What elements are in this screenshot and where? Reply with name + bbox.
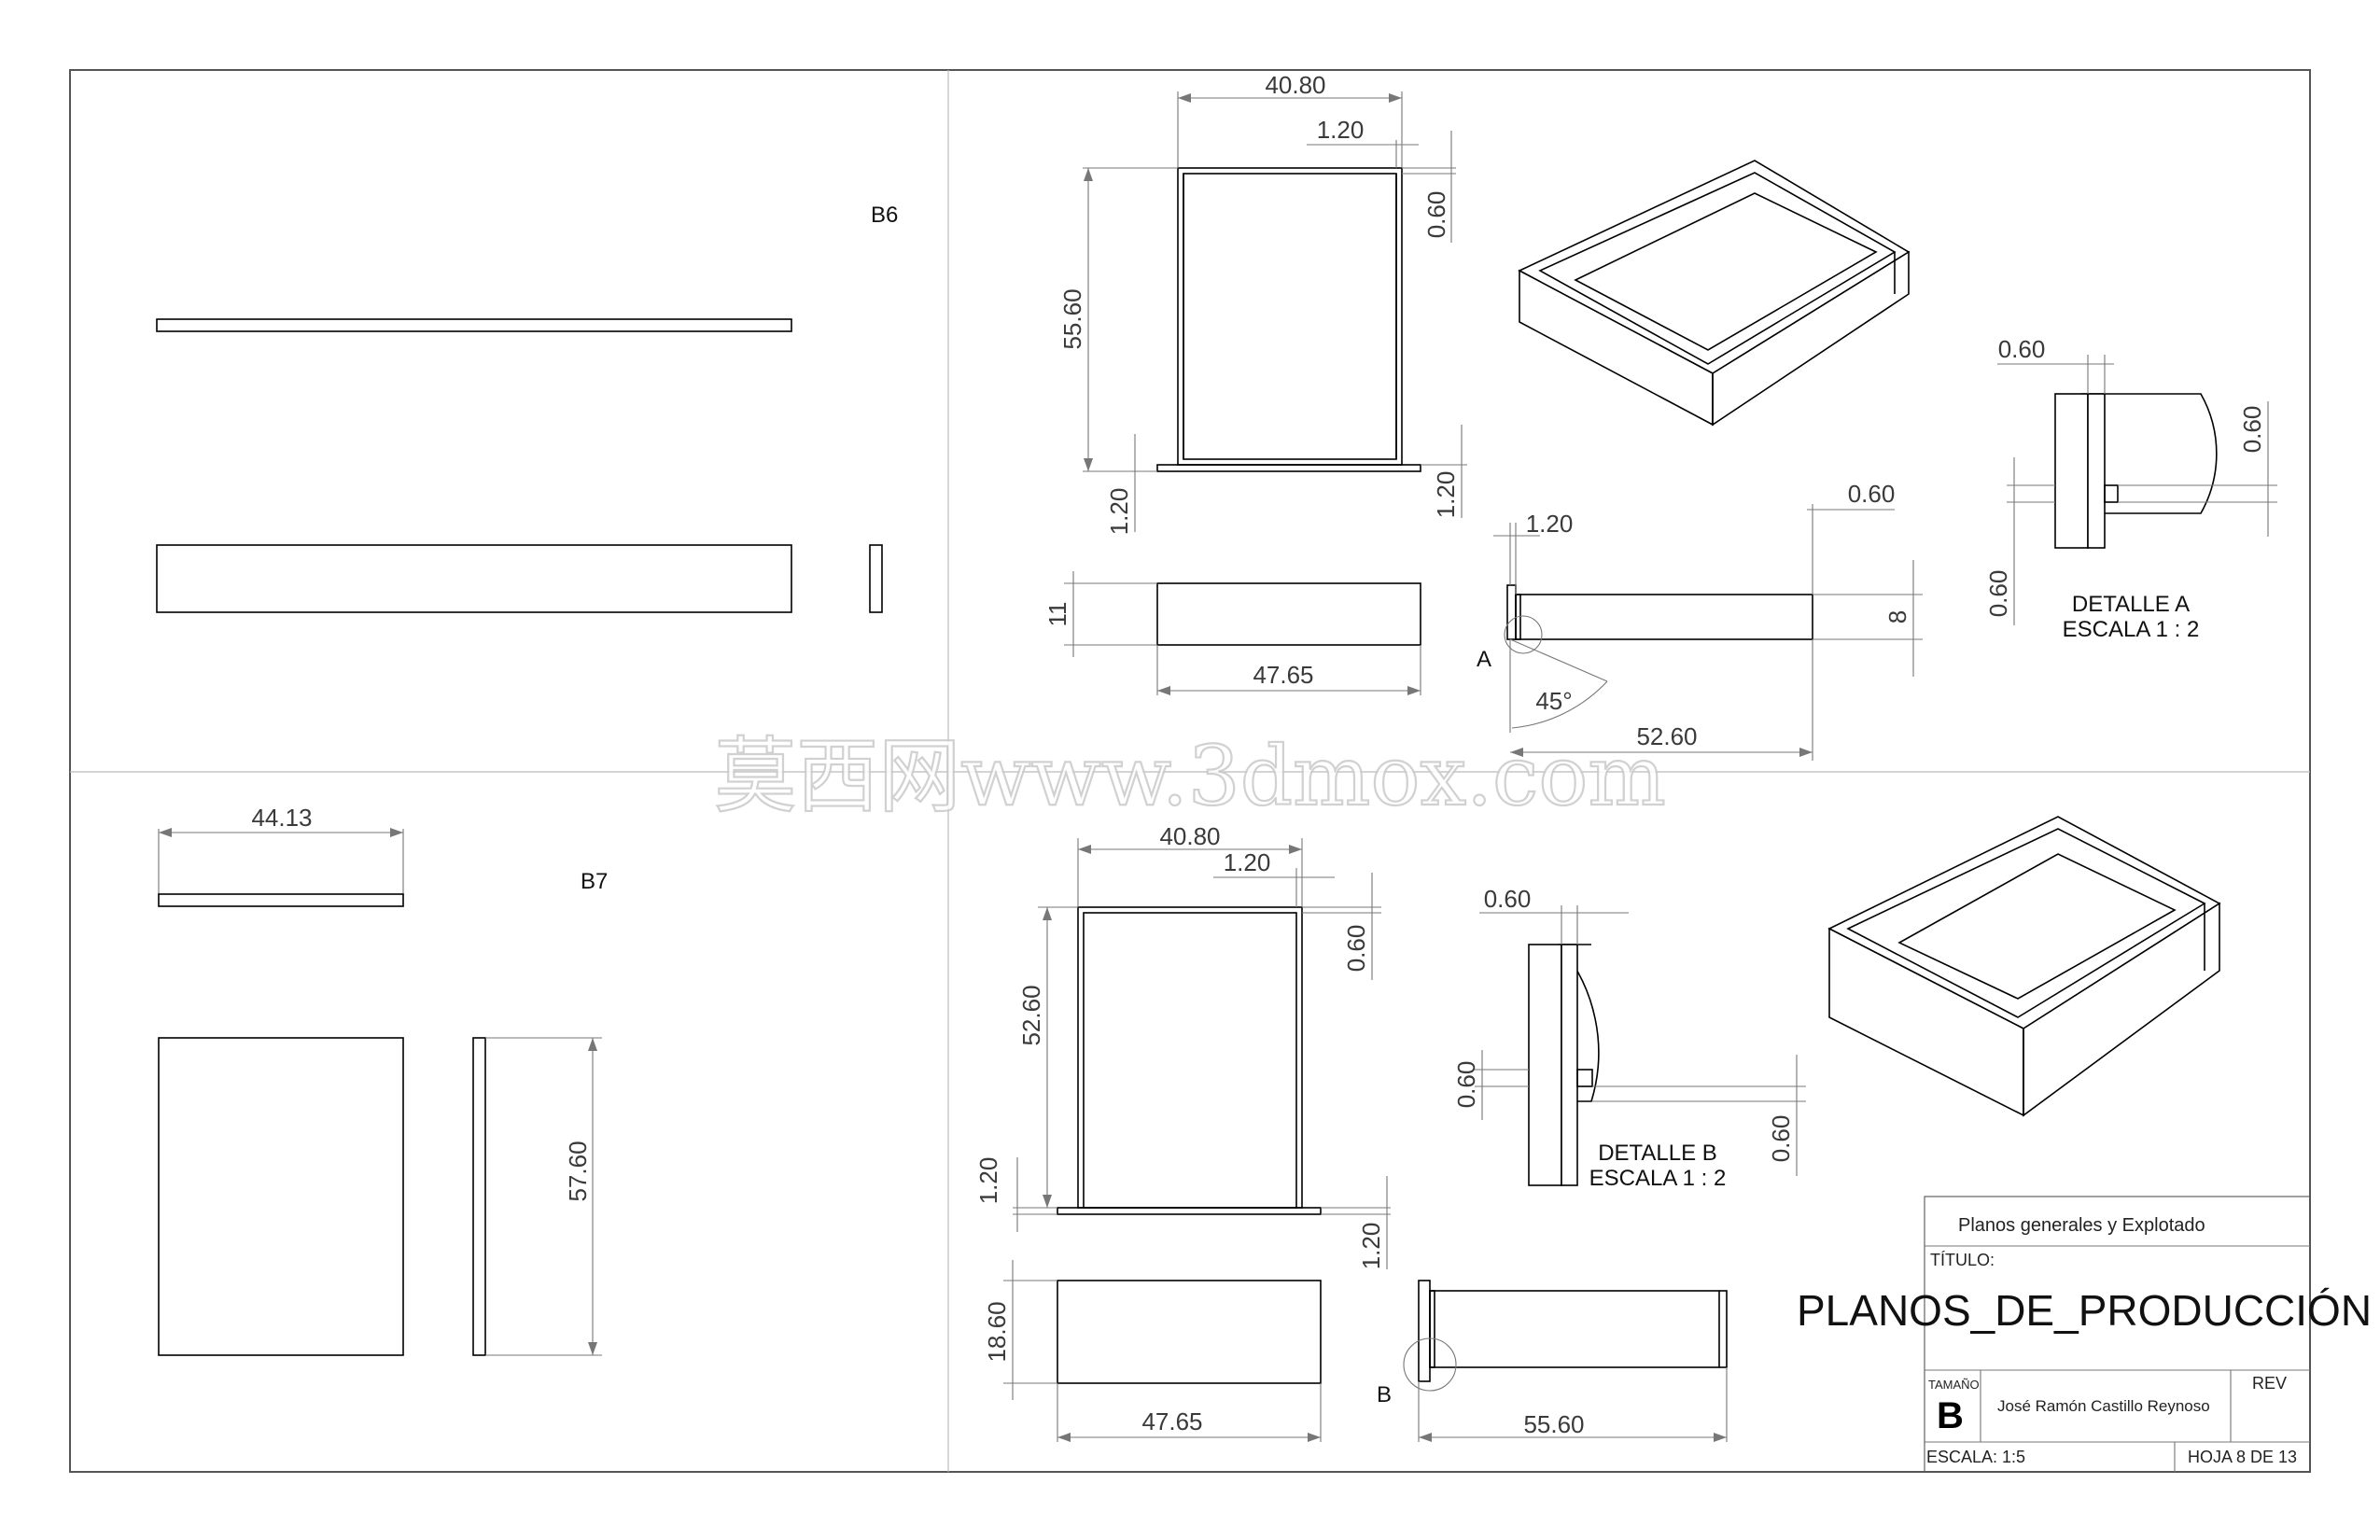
b7-front-view <box>158 1037 404 1356</box>
bot-bottom-panel <box>1057 1207 1322 1215</box>
detail-a-title: DETALLE A <box>2072 592 2190 617</box>
drawer-bottom-views: 40.80 1.20 0.60 52.60 1.20 1.20 18.60 47… <box>974 816 2221 1442</box>
titulo-label: TÍTULO: <box>1930 1251 1995 1269</box>
b6-side-view <box>869 544 883 613</box>
dim-bot-inner-gap: 0.60 <box>1342 925 1370 973</box>
top-bottom-panel <box>1156 464 1421 472</box>
dim-top-front-height: 55.60 <box>1058 288 1086 349</box>
b7-side-view <box>472 1037 486 1356</box>
part-b7: B7 44.13 57.60 <box>158 804 608 1356</box>
top-front-frame <box>1177 167 1403 466</box>
detail-b: 0.60 0.60 0.60 DETALLE B ESCALA 1 : 2 <box>1452 885 1806 1191</box>
detail-a: 0.60 0.60 0.60 DETALLE A ESCALA 1 : 2 <box>1984 335 2277 642</box>
callout-a-circle <box>1504 615 1543 654</box>
dim-bot-front-width: 40.80 <box>1159 822 1220 850</box>
dim-top-bottom-left: 1.20 <box>1105 488 1133 536</box>
top-side-view <box>1156 582 1421 646</box>
bot-profile-body <box>1429 1290 1728 1368</box>
callout-b-label: B <box>1377 1382 1392 1407</box>
detail-a-scale: ESCALA 1 : 2 <box>2063 617 2200 642</box>
b6-front-view <box>156 544 792 613</box>
size-value: B <box>1937 1395 1964 1436</box>
bottom-drawer-isometric <box>1827 816 2221 1117</box>
title-block: Planos generales y Explotado TÍTULO: PLA… <box>1797 1196 2372 1473</box>
dim-bot-side-height: 18.60 <box>983 1301 1011 1362</box>
rev-label: REV <box>2252 1374 2287 1393</box>
detail-b-scale: ESCALA 1 : 2 <box>1589 1166 1727 1191</box>
part-b6: B6 <box>156 203 898 613</box>
dim-bot-side-width: 47.65 <box>1141 1407 1202 1435</box>
main-title: PLANOS_DE_PRODUCCIÓN <box>1797 1286 2372 1335</box>
dim-top-profile-thk: 1.20 <box>1526 510 1574 538</box>
dim-57-60: 57.60 <box>564 1141 592 1201</box>
dim-bot-front-height: 52.60 <box>1017 985 1045 1045</box>
sheet-border <box>69 69 2311 1473</box>
dim-bot-bottom-left: 1.20 <box>974 1157 1002 1205</box>
dim-bot-panel-thk: 1.20 <box>1224 848 1271 876</box>
dim-bot-profile-length: 55.60 <box>1523 1410 1584 1438</box>
top-drawer-isometric <box>1518 160 1911 427</box>
dim-top-profile-edge: 0.60 <box>1848 480 1896 508</box>
dim-detail-a-left: 0.60 <box>1984 570 2012 618</box>
dim-detail-a-right: 0.60 <box>2238 406 2266 454</box>
scale-text: ESCALA: 1:5 <box>1926 1448 2025 1466</box>
dim-top-side-width: 47.65 <box>1253 661 1313 689</box>
top-profile-body <box>1515 594 1813 640</box>
dim-bot-bottom-right: 1.20 <box>1357 1223 1385 1270</box>
dim-top-panel-thk: 1.20 <box>1317 116 1365 144</box>
watermark: 莫西网www.3dmox.com <box>714 728 1666 824</box>
drawing-name: Planos generales y Explotado <box>1958 1215 2205 1236</box>
dim-top-side-height: 11 <box>1043 602 1071 627</box>
author: José Ramón Castillo Reynoso <box>1997 1397 2210 1415</box>
part-b7-label: B7 <box>581 869 608 894</box>
size-label: TAMAÑO <box>1928 1378 1980 1392</box>
part-b6-label: B6 <box>871 203 898 228</box>
dim-top-profile-height: 8 <box>1883 610 1911 623</box>
b7-top-view <box>158 893 404 907</box>
dim-detail-b-left: 0.60 <box>1452 1061 1480 1109</box>
b6-top-view <box>156 318 792 332</box>
callout-a-label: A <box>1477 647 1491 672</box>
detail-b-title: DETALLE B <box>1598 1141 1717 1166</box>
dim-top-front-width: 40.80 <box>1265 71 1325 99</box>
dim-detail-b-top: 0.60 <box>1484 885 1532 913</box>
dim-detail-b-right: 0.60 <box>1767 1115 1795 1163</box>
dim-44-13: 44.13 <box>251 804 312 832</box>
bot-side-view <box>1057 1280 1322 1384</box>
dim-top-profile-length: 52.60 <box>1636 722 1697 750</box>
dim-top-profile-angle: 45° <box>1535 687 1572 715</box>
dim-top-inner-gap: 0.60 <box>1422 191 1450 239</box>
drawer-top-views: 40.80 1.20 0.60 55.60 1.20 1.20 11 4 <box>1043 71 2277 761</box>
sheet-number: HOJA 8 DE 13 <box>2188 1448 2297 1466</box>
dim-top-bottom-right: 1.20 <box>1432 471 1460 519</box>
bot-front-frame <box>1077 906 1303 1209</box>
callout-b-circle <box>1403 1337 1457 1392</box>
dim-detail-a-top: 0.60 <box>1998 335 2046 363</box>
